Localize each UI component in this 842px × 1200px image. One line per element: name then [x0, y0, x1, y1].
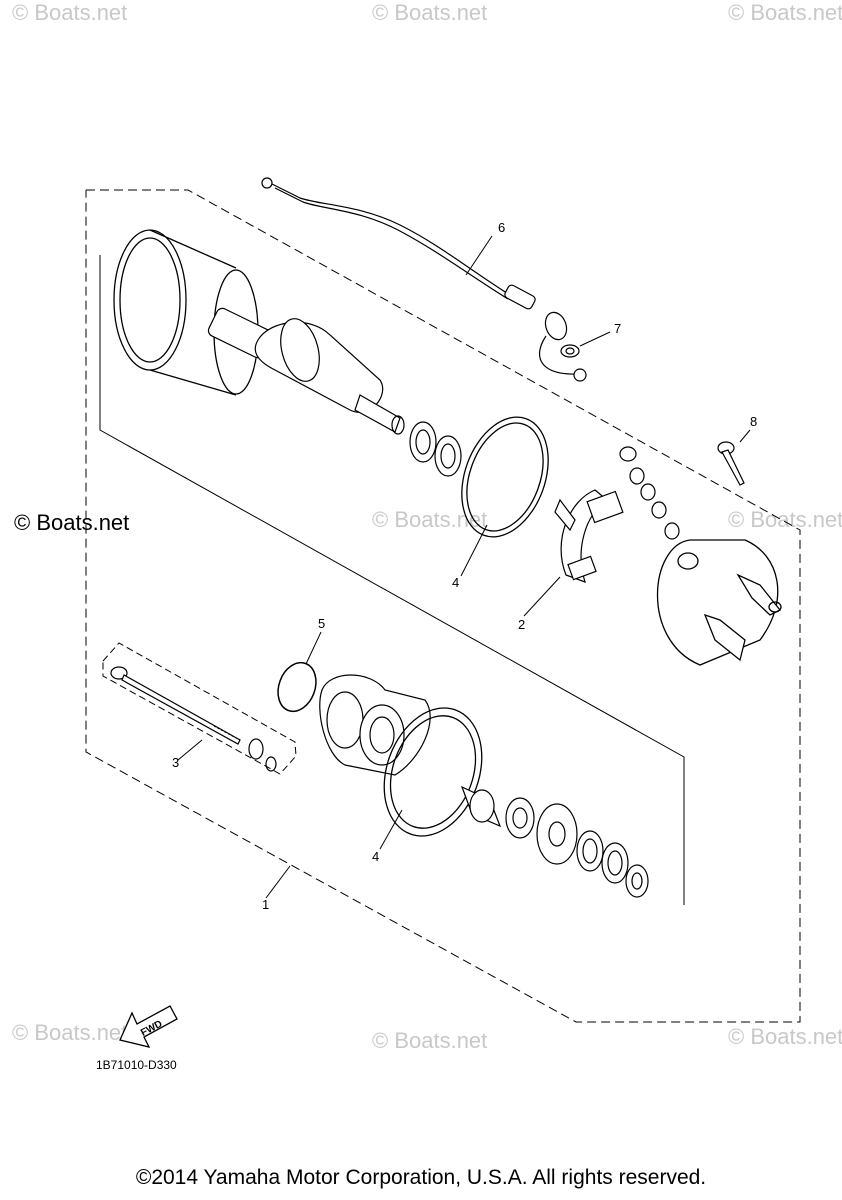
callout-2: 2: [518, 617, 525, 632]
rear-cover: [657, 539, 782, 666]
watermark: © Boats.net: [728, 0, 842, 25]
through-bolt: [110, 666, 277, 772]
watermark: © Boats.net: [372, 507, 487, 532]
o-ring-upper: [461, 416, 549, 538]
callout-5: 5: [318, 616, 325, 631]
callout-4-lower: 4: [372, 849, 379, 864]
callout-7: 7: [614, 321, 621, 336]
callout-6: 6: [498, 220, 505, 235]
assembly-boundary: [85, 189, 801, 1023]
watermark: © Boats.net: [728, 507, 842, 532]
brush-holder: [554, 489, 624, 583]
watermark: © Boats.net: [728, 1024, 842, 1049]
o-ring-small: [277, 661, 317, 713]
watermarks: © Boats.net © Boats.net © Boats.net © Bo…: [12, 0, 842, 1053]
armature: [207, 307, 405, 435]
terminal-washers: [619, 446, 680, 540]
watermark: © Boats.net: [12, 0, 127, 25]
cover-bolt: [717, 441, 745, 486]
callout-1: 1: [262, 897, 269, 912]
watermark: © Boats.net: [372, 0, 487, 25]
fwd-arrow: FWD: [119, 1005, 178, 1048]
watermark: © Boats.net: [12, 1020, 127, 1045]
o-ring-lower: [383, 707, 483, 837]
inner-outline: [99, 255, 685, 905]
leader-lines: [177, 235, 751, 899]
motor-yoke: [113, 229, 259, 396]
part-number: 1B71010-D330: [96, 1058, 177, 1072]
copyright-text: ©2014 Yamaha Motor Corporation, U.S.A. A…: [135, 1166, 707, 1189]
watermark-side: © Boats.net: [14, 510, 130, 535]
front-cover: [319, 674, 431, 776]
callout-8: 8: [750, 414, 757, 429]
lower-bearing-washers: [460, 785, 649, 898]
armature-washers: [409, 421, 462, 477]
lead-wire: [261, 177, 587, 382]
callout-4-upper: 4: [452, 575, 459, 590]
terminal-nut: [560, 344, 580, 358]
watermark: © Boats.net: [372, 1028, 487, 1053]
callouts: 1 2 3 4 4 5 6 7 8: [172, 220, 757, 912]
through-bolt-group: [102, 642, 297, 775]
callout-3: 3: [172, 755, 179, 770]
